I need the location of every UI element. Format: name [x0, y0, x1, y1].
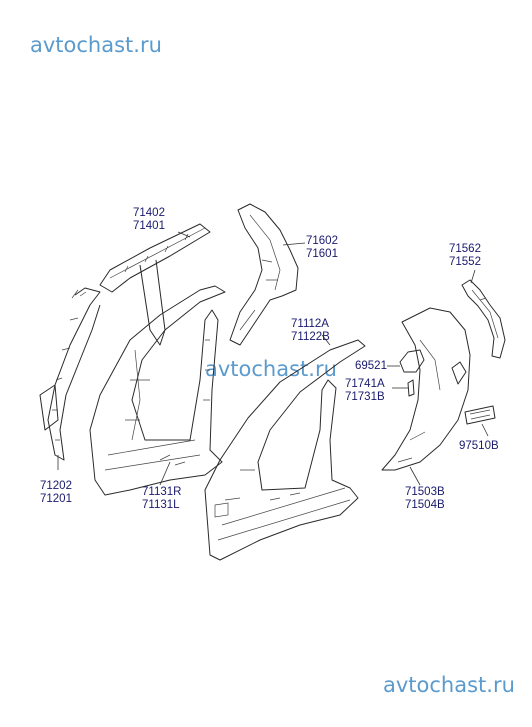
fuel-lid-part [387, 349, 425, 373]
watermark-bottom: avtochast.ru [383, 673, 515, 697]
part-number: 71112A [291, 318, 329, 330]
label-inner-side-panel: 71131R 71131L [142, 486, 181, 512]
label-rear-extension: 71562 71552 [449, 243, 481, 269]
label-quarter-panel: 71503B 71504B [405, 486, 445, 512]
roof-rail-part [99, 223, 211, 346]
part-number: 71602 [306, 235, 338, 247]
label-bracket: 71741A 71731B [345, 378, 385, 404]
part-number: 71131L [142, 499, 180, 511]
part-number: 71562 [449, 243, 481, 255]
label-roof-rail: 71402 71401 [133, 207, 165, 233]
part-number: 71552 [449, 256, 481, 268]
bracket-part [392, 379, 415, 397]
part-number: 97510B [459, 440, 499, 452]
part-number: 71202 [40, 480, 72, 492]
watermark-top: avtochast.ru [30, 33, 162, 57]
watermark-middle: avtochast.ru [205, 357, 337, 381]
part-number: 71504B [405, 499, 445, 511]
part-number: 69521 [355, 360, 387, 372]
part-number: 71201 [40, 493, 72, 505]
part-number: 71601 [306, 248, 338, 260]
inner-side-panel-part [89, 285, 226, 496]
label-rear-pillar-upper: 71602 71601 [306, 235, 338, 261]
front-pillar-inner-part [39, 287, 101, 470]
part-number: 71731B [345, 391, 385, 403]
part-number: 71741A [345, 378, 385, 390]
quarter-panel-part [381, 307, 471, 486]
part-number: 71122B [291, 331, 330, 343]
label-front-pillar-inner: 71202 71201 [40, 480, 72, 506]
label-outer-side-panel: 71112A 71122B [291, 318, 330, 344]
part-number: 71402 [133, 207, 165, 219]
part-number: 71131R [142, 486, 182, 498]
part-number: 71401 [133, 220, 165, 232]
rear-extension-part [461, 269, 506, 359]
part-number: 71503B [405, 486, 445, 498]
rear-pillar-upper-part [229, 203, 306, 346]
label-badge: 97510B [459, 440, 499, 453]
outer-side-panel-part [204, 334, 366, 561]
badge-part [464, 405, 496, 437]
label-fuel-lid: 69521 [355, 360, 387, 373]
